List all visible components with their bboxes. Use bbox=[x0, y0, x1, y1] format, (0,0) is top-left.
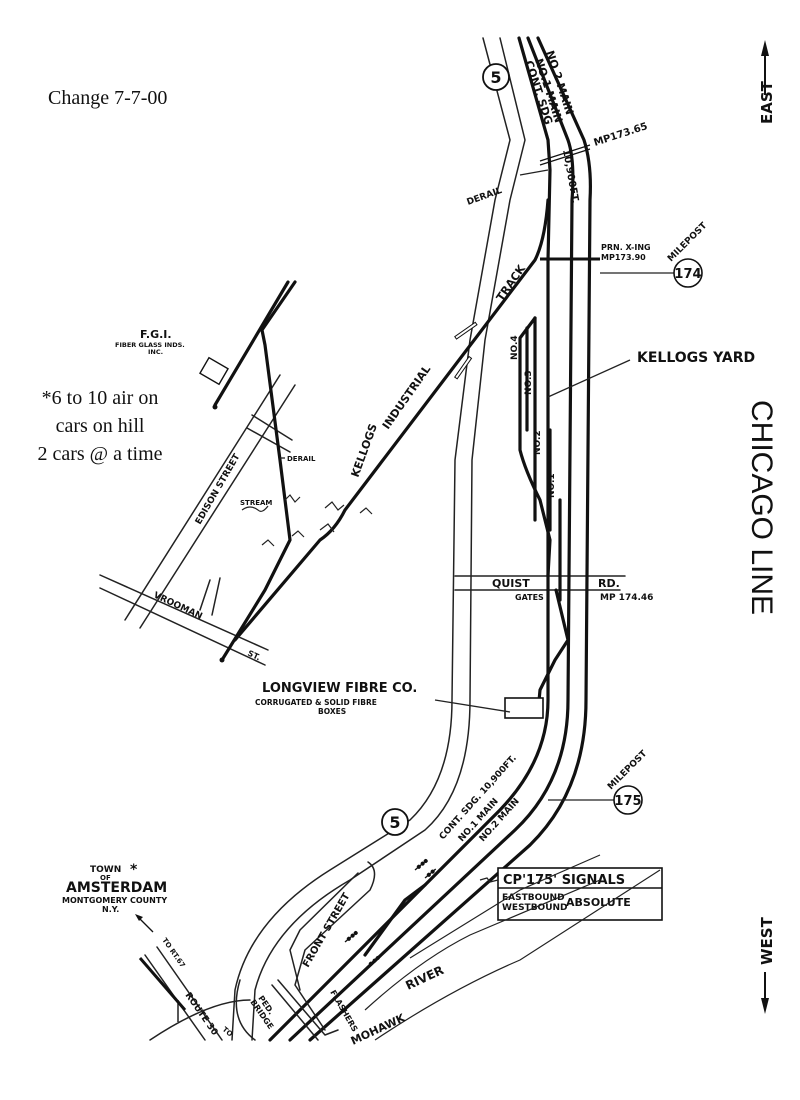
route-5-shield-top: 5 bbox=[482, 63, 510, 91]
fgi-name: F.G.I. bbox=[140, 328, 172, 341]
mp-173-90-label: MP173.90 bbox=[601, 253, 646, 262]
edison-street-label: EDISON STREET bbox=[194, 452, 243, 527]
west-arrow: WEST bbox=[758, 916, 776, 1014]
siding-length-label: 10,900FT. bbox=[560, 149, 580, 205]
signals-title: CP'175' SIGNALS bbox=[503, 873, 625, 888]
longview-spur bbox=[536, 588, 570, 714]
to-rt-67-label: TO RT.67 bbox=[160, 937, 186, 970]
fgi-spur-track bbox=[220, 280, 297, 662]
town-line2: OF bbox=[100, 874, 111, 882]
longview-name: LONGVIEW FIBRE CO. bbox=[262, 681, 417, 696]
yard-track-no4: NO.4 bbox=[510, 335, 520, 360]
stream-label: STREAM bbox=[240, 499, 272, 507]
milepost-174-word: MILEPOST bbox=[666, 220, 710, 264]
fgi-building: F.G.I. FIBER GLASS INDS. INC. bbox=[115, 328, 229, 386]
signal-heads bbox=[344, 859, 437, 968]
milepost-175: 175 MILEPOST bbox=[548, 748, 650, 815]
industrial-label: INDUSTRIAL bbox=[380, 363, 434, 432]
route-30: ROUTE 30 TO RT.67 TO bbox=[135, 914, 256, 1041]
kellogs-yard-label: KELLOGS YARD bbox=[637, 350, 755, 366]
quist-road: QUIST RD. GATES MP 174.46 bbox=[454, 575, 653, 603]
no2-main-track bbox=[308, 36, 592, 1042]
signals-rule: ABSOLUTE bbox=[566, 896, 631, 909]
route-5-shield-bottom: 5 bbox=[381, 808, 409, 836]
arrow-up-icon bbox=[761, 40, 769, 56]
yard-track-no3: NO.3 bbox=[524, 370, 534, 395]
east-arrow: EAST bbox=[758, 40, 776, 124]
main-tracks bbox=[268, 36, 592, 1042]
town-state: N.Y. bbox=[102, 905, 119, 914]
air-notes: *6 to 10 air on cars on hill 2 cars @ a … bbox=[37, 387, 162, 465]
mp-175-number: 175 bbox=[614, 794, 641, 809]
west-label: WEST bbox=[758, 916, 776, 965]
cont-siding-track bbox=[268, 36, 552, 1042]
asterisk-icon: * bbox=[130, 862, 138, 878]
arrow-down-icon bbox=[761, 998, 769, 1014]
prn-xing-label: PRN. X-ING bbox=[601, 243, 651, 252]
east-label: EAST bbox=[758, 80, 776, 124]
mp-173-65-label: MP173.65 bbox=[593, 121, 650, 149]
fgi-siding bbox=[213, 280, 290, 407]
rd-label: RD. bbox=[598, 577, 620, 590]
yard-track-no2: NO.2 bbox=[533, 430, 543, 455]
fgi-full-1: FIBER GLASS INDS. bbox=[115, 341, 185, 349]
stream: STREAM bbox=[240, 494, 373, 547]
fgi-full-2: INC. bbox=[148, 348, 163, 356]
town-county: MONTGOMERY COUNTY bbox=[62, 896, 167, 905]
mp-173-65-marker: MP173.65 bbox=[539, 121, 650, 166]
route-5-road bbox=[231, 37, 526, 1041]
gates-label: GATES bbox=[515, 593, 544, 602]
st-label: ST. bbox=[246, 649, 262, 663]
mp-174-number: 174 bbox=[674, 267, 701, 282]
town-line1: TOWN bbox=[90, 865, 121, 875]
longview-fibre-building: LONGVIEW FIBRE CO. CORRUGATED & SOLID FI… bbox=[255, 681, 544, 719]
river-label: RIVER bbox=[403, 963, 446, 993]
note-line-1: *6 to 10 air on bbox=[42, 387, 159, 409]
longview-desc: CORRUGATED & SOLID FIBRE bbox=[255, 698, 377, 707]
town-label: TOWN OF AMSTERDAM MONTGOMERY COUNTY N.Y.… bbox=[62, 862, 167, 914]
note-line-2: cars on hill bbox=[56, 415, 145, 437]
derail-top-label: DERAIL bbox=[466, 186, 504, 208]
no1-main-track bbox=[288, 36, 575, 1042]
quist-label: QUIST bbox=[492, 577, 530, 590]
track-label: TRACK bbox=[494, 262, 528, 304]
line-name: CHICAGO LINE bbox=[745, 400, 778, 615]
route-5-label-2: 5 bbox=[389, 813, 400, 832]
yard-track-no1: NO.1 bbox=[547, 473, 557, 498]
note-line-3: 2 cars @ a time bbox=[37, 443, 162, 465]
route-5-label: 5 bbox=[490, 68, 501, 87]
signals-eastbound: EASTBOUND bbox=[502, 893, 565, 903]
longview-desc-2: BOXES bbox=[318, 707, 346, 716]
arrow-nw-icon bbox=[135, 914, 143, 921]
derail-left-label: DERAIL bbox=[287, 455, 316, 463]
mp-174-46-label: MP 174.46 bbox=[600, 593, 653, 603]
crossover bbox=[363, 883, 427, 957]
change-note: Change 7-7-00 bbox=[48, 87, 167, 109]
prn-xing-marker: PRN. X-ING MP173.90 bbox=[540, 243, 651, 262]
kellogs-industrial-track bbox=[233, 198, 550, 642]
signals-box: CP'175' SIGNALS EASTBOUND WESTBOUND ABSO… bbox=[479, 867, 663, 921]
kellogs-yard: NO.4 NO.3 NO.2 NO.1 KELLOGS YARD bbox=[510, 316, 755, 602]
flashers-label: FLASHERS bbox=[328, 989, 359, 1034]
route-30-label: ROUTE 30 bbox=[183, 991, 220, 1038]
vrooman-label: VROOMAN bbox=[152, 591, 204, 622]
town-name: AMSTERDAM bbox=[66, 880, 167, 896]
